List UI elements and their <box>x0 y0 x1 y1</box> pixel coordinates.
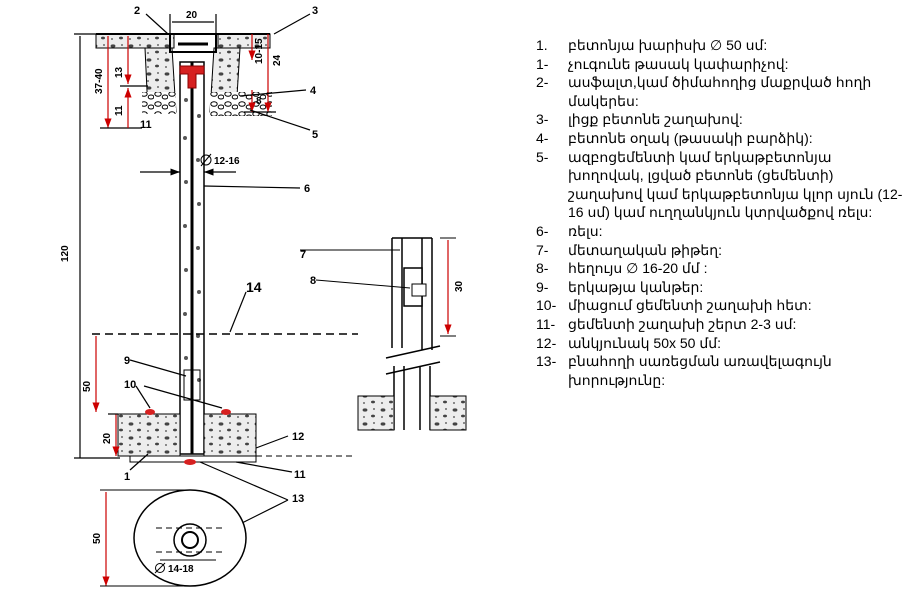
legend-item: 6- ռելս: <box>536 222 908 241</box>
callout-8: 8 <box>310 275 316 287</box>
legend-text: բետոնյա խարիսխ ∅ 50 սմ: <box>568 37 768 53</box>
angle-outline <box>156 527 224 553</box>
dim-bottom-50: 50 <box>82 380 93 392</box>
anchor-plan-view: 50 14-18 <box>92 489 247 587</box>
dim-upper-sub: 13 <box>114 66 125 78</box>
rail-detail-upper <box>391 238 433 350</box>
detail-block-right <box>429 395 467 431</box>
legend-num: 1- <box>536 55 549 72</box>
legend-text: մետաղական թիթեղ: <box>568 241 722 258</box>
bolt <box>411 283 427 297</box>
dim-total-height: 120 <box>60 245 71 262</box>
anchor-block-left <box>117 413 181 457</box>
joint-right <box>221 409 231 415</box>
legend-text: ասֆալտ,կամ ծիմահողից մաքրված հողի մակերե… <box>568 74 872 109</box>
legend-item: 7- մետաղական թիթեղ: <box>536 241 908 260</box>
bolt-bottom <box>184 459 196 465</box>
legend-item: 5- ազբոցեմենտի կամ երկաթբետոնյա խողովակ, … <box>536 148 908 222</box>
legend-text: երկաթյա կանթեր: <box>568 278 704 295</box>
legend-item: 4- բետոնե օղակ (թասակի բարձիկ): <box>536 129 908 148</box>
legend-item: 12- անկյունակ 50x 50 մմ: <box>536 334 908 353</box>
legend-num: 10- <box>536 297 557 314</box>
callout-2: 2 <box>134 5 140 17</box>
callout-4: 4 <box>310 85 317 97</box>
legend-item: 3- լիցք բետոնե շաղախով: <box>536 110 908 129</box>
callout-7: 7 <box>300 249 306 261</box>
legend-item: 13- բնահողի սառեցման առավելագույն խորութ… <box>536 352 908 389</box>
dim-right-low: 8 <box>256 96 262 107</box>
callout-5: 5 <box>312 129 318 141</box>
legend-text: անկյունակ 50x 50 մմ: <box>568 334 721 351</box>
callout-labels: 2 3 4 5 6 14 9 10 12 11 13 1 11 <box>124 5 318 505</box>
legend-num: 7- <box>536 241 549 258</box>
legend-text: լիցք բետոնե շաղախով: <box>568 111 743 128</box>
legend-num: 13- <box>536 353 557 370</box>
callout-11: 11 <box>294 469 306 481</box>
rail-detail-lower <box>393 366 431 430</box>
callout-leaders <box>129 13 311 533</box>
dim-right-top: 10-15 <box>254 38 265 64</box>
legend-text: բնահողի սառեցման առավելագույն խորություն… <box>568 353 832 388</box>
pipe-inner-ring <box>181 531 199 549</box>
dim-lower-sub: 11 <box>114 105 125 116</box>
legend-text: ռելս: <box>568 222 603 239</box>
legend-list: 1. բետոնյա խարիսխ ∅ 50 սմ: 1- չուգունե թաս… <box>536 36 908 389</box>
callout-10: 10 <box>124 379 136 391</box>
rail-detail-view: 7 8 30 <box>300 237 467 431</box>
legend-text: միացում ցեմենտի շաղախի հետ: <box>568 297 812 314</box>
callout-13: 13 <box>292 493 304 505</box>
legend-num: 9- <box>536 278 549 295</box>
dim-top-width: 20 <box>186 10 198 21</box>
pipe-outer-ring <box>173 523 207 557</box>
legend-item: 1- չուգունե թասակ կափարիչով: <box>536 55 908 74</box>
legend-num: 11- <box>536 315 556 332</box>
cast-iron-cap <box>169 34 217 53</box>
legend-num: 1. <box>536 37 548 53</box>
diameter-symbol-icon <box>200 153 212 167</box>
legend-item: 9- երկաթյա կանթեր: <box>536 278 908 297</box>
legend-text: բետոնե օղակ (թասակի բարձիկ): <box>568 129 813 146</box>
legend-text: չուգունե թասակ կափարիչով: <box>568 55 789 72</box>
legend-num: 3- <box>536 111 549 128</box>
legend-num: 2- <box>536 74 549 91</box>
dimension-labels: 20 120 37-40 13 11 10-15 24 8 12-16 50 2… <box>60 10 283 444</box>
callout-3: 3 <box>312 5 318 17</box>
main-section <box>92 33 358 465</box>
legend-num: 4- <box>536 129 549 146</box>
dim-right-total: 24 <box>272 54 283 66</box>
legend-item: 2- ասֆալտ,կամ ծիմահողից մաքրված հողի մակե… <box>536 73 908 110</box>
legend-text: ցեմենտի շաղախի շերտ 2-3 սմ: <box>568 315 797 332</box>
callout-1: 1 <box>124 471 130 483</box>
gravel-left <box>142 92 176 114</box>
dim-disk-diameter: 14-18 <box>168 564 194 575</box>
legend-text: հեղույս ∅ 16-20 մմ : <box>568 260 708 277</box>
legend-num: 12- <box>536 334 557 351</box>
dim-pipe-diameter: 12-16 <box>214 156 240 167</box>
dimensions <box>74 14 276 459</box>
diameter-symbol-icon <box>154 562 166 574</box>
legend-num: 8- <box>536 260 549 277</box>
legend-item: 1. բետոնյա խարիսխ ∅ 50 սմ: <box>536 36 908 55</box>
legend-item: 10- միացում ցեմենտի շաղախի հետ: <box>536 296 908 315</box>
detail-block-left <box>357 395 395 431</box>
legend-num: 5- <box>536 148 549 165</box>
callout-9: 9 <box>124 355 130 367</box>
callout-14: 14 <box>246 279 262 295</box>
anchor-block-right <box>203 413 257 457</box>
callout-6: 6 <box>304 183 310 195</box>
legend-item: 11- ցեմենտի շաղախի շերտ 2-3 սմ: <box>536 315 908 334</box>
benchmark-head <box>179 65 205 89</box>
legend-text: ազբոցեմենտի կամ երկաթբետոնյա խողովակ, լց… <box>568 148 903 221</box>
callout-12: 12 <box>292 431 304 443</box>
legend-item: 8- հեղույս ∅ 16-20 մմ : <box>536 259 908 278</box>
dim-bottom-20: 20 <box>102 432 113 444</box>
dim-upper-depth: 37-40 <box>94 68 105 94</box>
callout-11-inner: 11 <box>140 119 152 131</box>
dim-disk-50: 50 <box>92 532 103 544</box>
dim-detail-30: 30 <box>454 280 465 292</box>
legend-num: 6- <box>536 222 549 239</box>
joint-left <box>145 409 155 415</box>
